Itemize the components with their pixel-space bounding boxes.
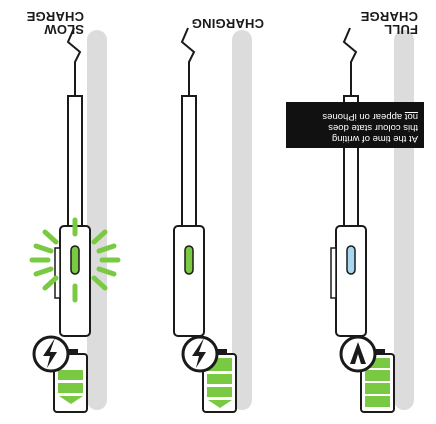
- note-line-1: At the time of writing: [292, 133, 418, 144]
- panel-full: [331, 28, 394, 412]
- led-indicator: [71, 246, 79, 274]
- note-line-2: this colour state does: [292, 122, 418, 133]
- lightning-arrow-icon: [341, 337, 375, 371]
- lightning-bolt-icon: [34, 337, 68, 371]
- cable-icon: [331, 28, 366, 336]
- grey-strip-full: [394, 30, 414, 410]
- note-emphasis: not: [405, 111, 418, 122]
- grey-strip-charging: [232, 30, 252, 410]
- led-indicator: [185, 246, 193, 274]
- led-indicator: [347, 246, 355, 274]
- grey-strip-slow: [87, 30, 107, 410]
- title-full: FULL CHARGE: [348, 10, 418, 36]
- lightning-bolt-icon: [183, 337, 217, 371]
- title-charging: CHARGING: [174, 17, 264, 30]
- cable-icon: [174, 28, 204, 336]
- title-slow: SLOW CHARGE: [14, 10, 84, 36]
- note-line-3: not appear on iPhones: [292, 111, 418, 122]
- note-line-3-rest: appear on iPhones: [322, 111, 404, 122]
- panel-charging: [174, 28, 236, 412]
- note-box: At the time of writing this colour state…: [286, 102, 424, 148]
